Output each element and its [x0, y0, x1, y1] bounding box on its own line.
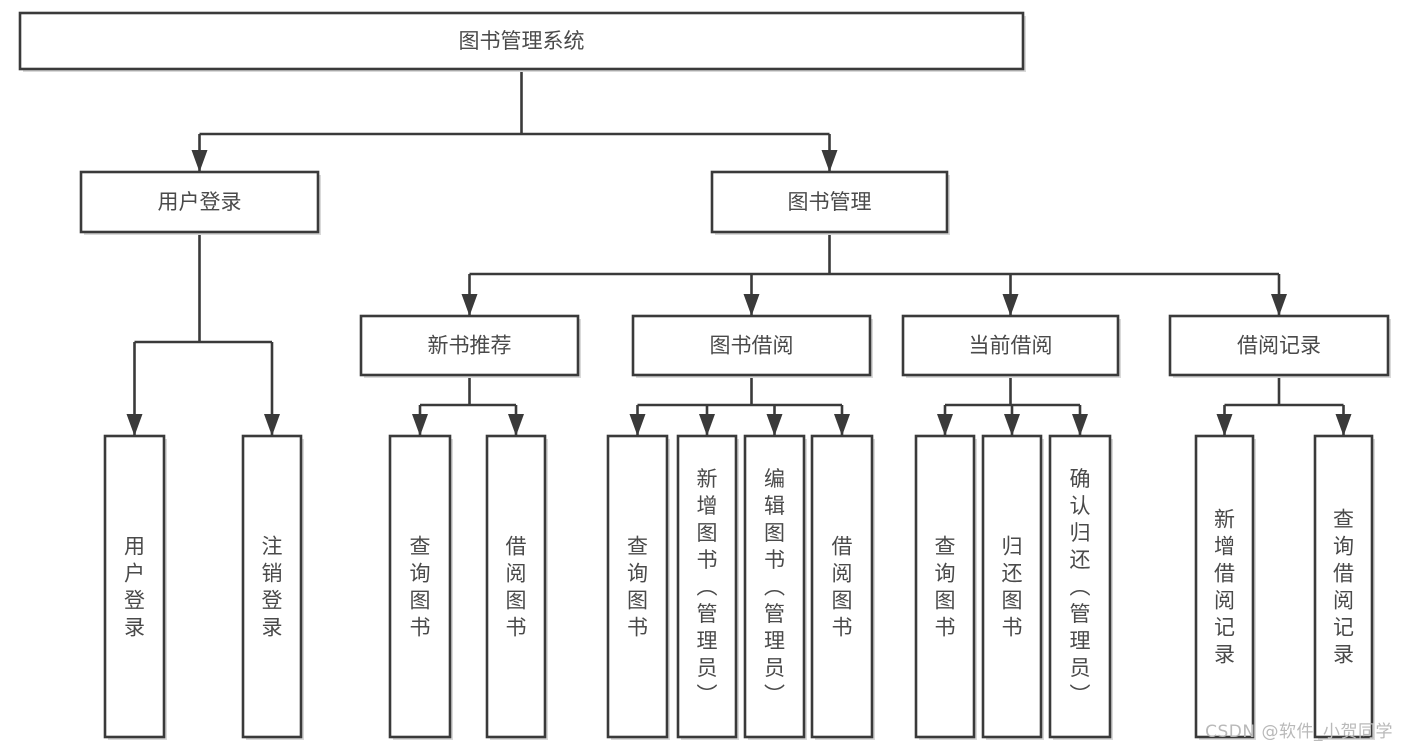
- node-box[interactable]: [388, 434, 452, 739]
- node-label: 新增借阅记录: [1214, 508, 1235, 667]
- node-borrow-query-book[interactable]: 查询图书: [606, 434, 670, 740]
- node-box[interactable]: [1048, 434, 1112, 739]
- node-box[interactable]: [810, 434, 874, 739]
- node-box[interactable]: [485, 434, 547, 739]
- node-recommend-borrow-book[interactable]: 借阅图书: [485, 434, 548, 740]
- node-book-borrow[interactable]: 图书借阅: [631, 314, 873, 378]
- node-label: 查询借阅记录: [1333, 508, 1354, 667]
- node-box[interactable]: [18, 11, 1025, 71]
- node-label: 查询图书: [935, 535, 956, 640]
- node-label: 借阅记录: [1237, 334, 1321, 358]
- arrow-head-icon: [1072, 414, 1088, 436]
- arrow-head-icon: [699, 414, 715, 436]
- node-label: 图书借阅: [710, 334, 794, 358]
- node-box[interactable]: [241, 434, 303, 739]
- node-current-borrow[interactable]: 当前借阅: [901, 314, 1121, 378]
- arrow-head-icon: [1002, 294, 1019, 316]
- node-box[interactable]: [79, 170, 320, 234]
- node-box[interactable]: [676, 434, 738, 739]
- node-new-book-recommend[interactable]: 新书推荐: [359, 314, 581, 378]
- arrow-head-icon: [937, 414, 953, 436]
- node-current-query-book[interactable]: 查询图书: [914, 434, 977, 740]
- node-label: 查询图书: [410, 535, 431, 640]
- node-label: 图书管理: [788, 190, 872, 214]
- node-book-management[interactable]: 图书管理: [710, 170, 950, 235]
- arrow-head-icon: [191, 150, 208, 172]
- node-box[interactable]: [1194, 434, 1255, 739]
- node-label: 用户登录: [124, 535, 145, 640]
- node-label: 确认归还︵管理员︶: [1070, 467, 1091, 707]
- node-label: 借阅图书: [832, 535, 853, 640]
- node-box[interactable]: [103, 434, 166, 739]
- arrow-head-icon: [412, 414, 428, 436]
- node-borrow-record[interactable]: 借阅记录: [1168, 314, 1391, 378]
- arrow-head-icon: [821, 150, 838, 172]
- node-current-return-book[interactable]: 归还图书: [981, 434, 1044, 740]
- node-box[interactable]: [631, 314, 872, 377]
- node-box[interactable]: [710, 170, 949, 234]
- node-label: 编辑图书︵管理员︶: [764, 467, 785, 707]
- connector-layer: [126, 69, 1352, 436]
- node-borrow-edit-book[interactable]: 编辑图书︵管理员︶: [743, 434, 807, 740]
- node-box[interactable]: [1313, 434, 1374, 739]
- arrow-head-icon: [1216, 414, 1233, 436]
- arrow-head-icon: [629, 414, 646, 436]
- node-record-add[interactable]: 新增借阅记录: [1194, 434, 1256, 740]
- arrow-head-icon: [743, 294, 760, 316]
- arrow-head-icon: [766, 414, 783, 436]
- node-borrow-add-book[interactable]: 新增图书︵管理员︶: [676, 434, 739, 740]
- node-box[interactable]: [359, 314, 580, 377]
- node-box[interactable]: [606, 434, 669, 739]
- node-layer: 图书管理系统用户登录图书管理用户登录注销登录新书推荐图书借阅当前借阅借阅记录查询…: [18, 11, 1391, 740]
- node-root[interactable]: 图书管理系统: [18, 11, 1026, 72]
- node-box[interactable]: [743, 434, 806, 739]
- arrow-head-icon: [264, 414, 280, 436]
- node-user-login-action[interactable]: 用户登录: [103, 434, 167, 740]
- node-label: 新增图书︵管理员︶: [697, 467, 718, 707]
- node-label: 新书推荐: [428, 334, 512, 358]
- arrow-head-icon: [1004, 414, 1020, 436]
- arrow-head-icon: [1335, 414, 1352, 436]
- node-user-login[interactable]: 用户登录: [79, 170, 321, 235]
- arrow-head-icon: [834, 414, 850, 436]
- node-label: 图书管理系统: [459, 29, 585, 53]
- node-box[interactable]: [901, 314, 1120, 377]
- arrow-head-icon: [126, 414, 143, 436]
- arrow-head-icon: [508, 414, 524, 436]
- node-box[interactable]: [981, 434, 1043, 739]
- node-user-logout-action[interactable]: 注销登录: [241, 434, 304, 740]
- node-recommend-query-book[interactable]: 查询图书: [388, 434, 453, 740]
- arrow-head-icon: [461, 294, 478, 316]
- node-label: 借阅图书: [506, 535, 527, 640]
- node-current-confirm-return[interactable]: 确认归还︵管理员︶: [1048, 434, 1113, 740]
- node-box[interactable]: [1168, 314, 1390, 377]
- node-box[interactable]: [914, 434, 976, 739]
- node-borrow-borrow-book[interactable]: 借阅图书: [810, 434, 875, 740]
- node-record-query[interactable]: 查询借阅记录: [1313, 434, 1375, 740]
- node-label: 注销登录: [262, 535, 283, 640]
- arrow-head-icon: [1271, 294, 1287, 316]
- node-label: 查询图书: [627, 535, 648, 640]
- node-label: 归还图书: [1002, 535, 1023, 640]
- node-label: 当前借阅: [969, 334, 1053, 358]
- node-label: 用户登录: [158, 190, 242, 214]
